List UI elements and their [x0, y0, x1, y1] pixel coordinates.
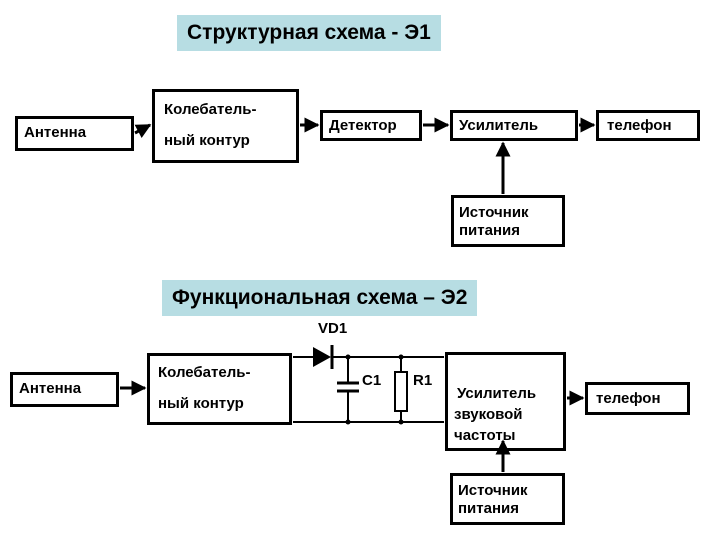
s1-amplifier-block: Усилитель: [450, 110, 578, 141]
s1-power-label-line1: Источник: [459, 204, 529, 221]
s2-osc-label-line1: Колебатель-: [158, 364, 251, 381]
structural-scheme-title: Структурная схема - Э1: [177, 15, 441, 51]
functional-scheme-title: Функциональная схема – Э2: [162, 280, 478, 316]
s1-detector-block: Детектор: [320, 110, 422, 141]
s2-circuit-wiring: [293, 356, 444, 423]
s2-phone-label: телефон: [596, 390, 661, 407]
s1-arrow-antenna-to-circuit: [134, 123, 152, 138]
resistor-label: R1: [413, 372, 433, 389]
s2-phone-block: телефон: [585, 382, 690, 415]
s1-antenna-label: Антенна: [24, 124, 87, 141]
junction-dots: [345, 354, 404, 425]
capacitor-label: C1: [362, 372, 382, 389]
s2-amp-label-line1: Усилитель: [457, 385, 537, 402]
s2-antenna-label: Антенна: [19, 380, 82, 397]
s1-antenna-block: Антенна: [15, 116, 134, 151]
s1-phone-block: телефон: [596, 110, 700, 141]
s2-oscillating-circuit-block: Колебатель- ный контур: [147, 353, 292, 425]
s2-power-label-line1: Источник: [458, 482, 528, 499]
s1-osc-label-line1: Колебатель-: [164, 101, 257, 118]
diode-label: VD1: [318, 320, 348, 337]
capacitor-c1-symbol: [337, 381, 359, 393]
s2-osc-label-line2: ный контур: [158, 395, 244, 412]
s1-osc-label-line2: ный контур: [164, 132, 250, 149]
s1-power-label-line2: питания: [459, 222, 521, 239]
s2-antenna-block: Антенна: [10, 372, 119, 407]
s1-phone-label: телефон: [607, 117, 672, 134]
resistor-r1-symbol: [394, 371, 408, 412]
s1-power-source-block: Источник питания: [451, 195, 565, 247]
s2-audio-amplifier-block: Усилитель звуковой частоты: [445, 352, 566, 451]
s2-power-source-block: Источник питания: [450, 473, 565, 525]
s1-amplifier-label: Усилитель: [459, 117, 539, 134]
s2-amp-label-line2: звуковой: [454, 406, 523, 423]
s1-oscillating-circuit-block: Колебатель- ный контур: [152, 89, 299, 163]
s2-power-label-line2: питания: [458, 500, 520, 517]
s1-detector-label: Детектор: [329, 117, 397, 134]
diode-vd1-symbol: [313, 345, 334, 369]
